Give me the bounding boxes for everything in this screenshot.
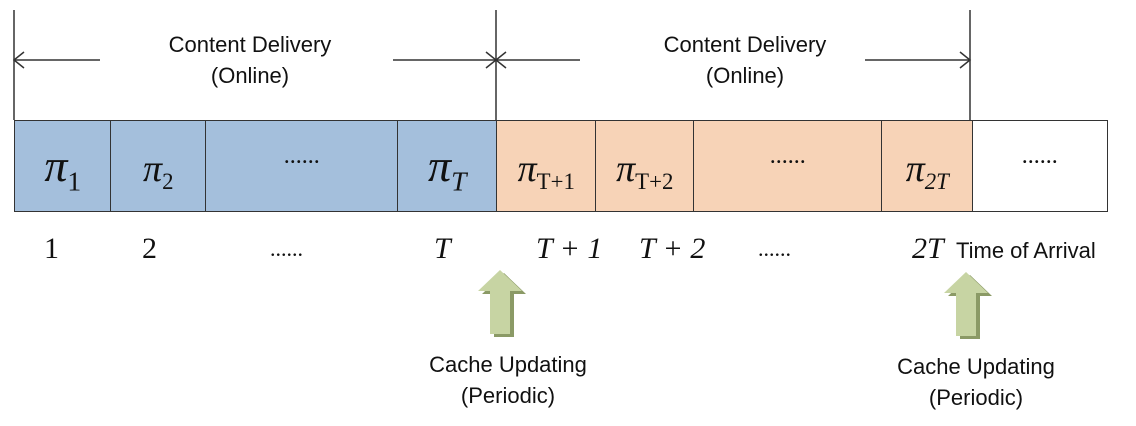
phase-label-2: Content Delivery (Online): [663, 32, 827, 88]
cache-update-label-2: Cache Updating (Periodic): [897, 354, 1055, 410]
policy-subscript: 2: [162, 168, 174, 194]
time-tick-label: T + 1: [536, 232, 603, 265]
slot-ellipsis: ......: [1021, 143, 1058, 169]
slot-policy-label: π2: [111, 147, 206, 195]
time-tick-label: T + 2: [639, 232, 706, 265]
policy-symbol: π: [616, 148, 636, 190]
policy-subscript: 1: [67, 165, 82, 197]
slot-1: π1: [14, 120, 112, 212]
up-arrow-icon: [944, 272, 988, 336]
time-tick-label: 2T: [912, 232, 944, 265]
slot-8: π2T: [881, 120, 974, 212]
policy-subscript: T+1: [536, 168, 575, 194]
bracket-arrowhead: [959, 51, 972, 69]
time-tick-label: T: [434, 232, 451, 265]
slot-3: ......: [205, 120, 399, 212]
slot-4: πT: [397, 120, 498, 212]
time-tick-label: ......: [270, 236, 303, 261]
bracket-arrowhead: [12, 51, 25, 69]
phase-label-1: Content Delivery (Online): [168, 32, 332, 88]
slot-6: πT+2: [595, 120, 695, 212]
policy-subscript: T: [451, 165, 467, 197]
policy-symbol: π: [517, 148, 537, 190]
slot-9: ......: [972, 120, 1108, 212]
time-axis-label: Time of Arrival: [956, 238, 1096, 263]
slot-2: π2: [110, 120, 207, 212]
slot-5: πT+1: [496, 120, 597, 212]
slot-policy-label: πT: [398, 139, 497, 198]
slot-policy-label: πT+1: [497, 147, 596, 195]
slot-policy-label: π2T: [882, 147, 973, 195]
slot-7: ......: [693, 120, 883, 212]
policy-symbol: π: [428, 140, 452, 191]
time-tick-label: ......: [758, 236, 791, 261]
policy-symbol: π: [44, 140, 68, 191]
time-tick-label: 2: [142, 232, 157, 265]
slot-policy-label: π1: [15, 139, 111, 198]
bracket-arrowhead: [494, 51, 507, 69]
policy-symbol: π: [143, 148, 163, 190]
slot-ellipsis: ......: [283, 143, 320, 169]
policy-subscript: 2T: [924, 168, 949, 194]
policy-subscript: T+2: [635, 168, 674, 194]
slot-policy-label: πT+2: [596, 147, 694, 195]
up-arrow-icon: [478, 270, 522, 334]
time-tick-label: 1: [44, 232, 59, 265]
slot-ellipsis: ......: [769, 143, 806, 169]
cache-update-label-1: Cache Updating (Periodic): [429, 352, 587, 408]
policy-symbol: π: [905, 148, 925, 190]
